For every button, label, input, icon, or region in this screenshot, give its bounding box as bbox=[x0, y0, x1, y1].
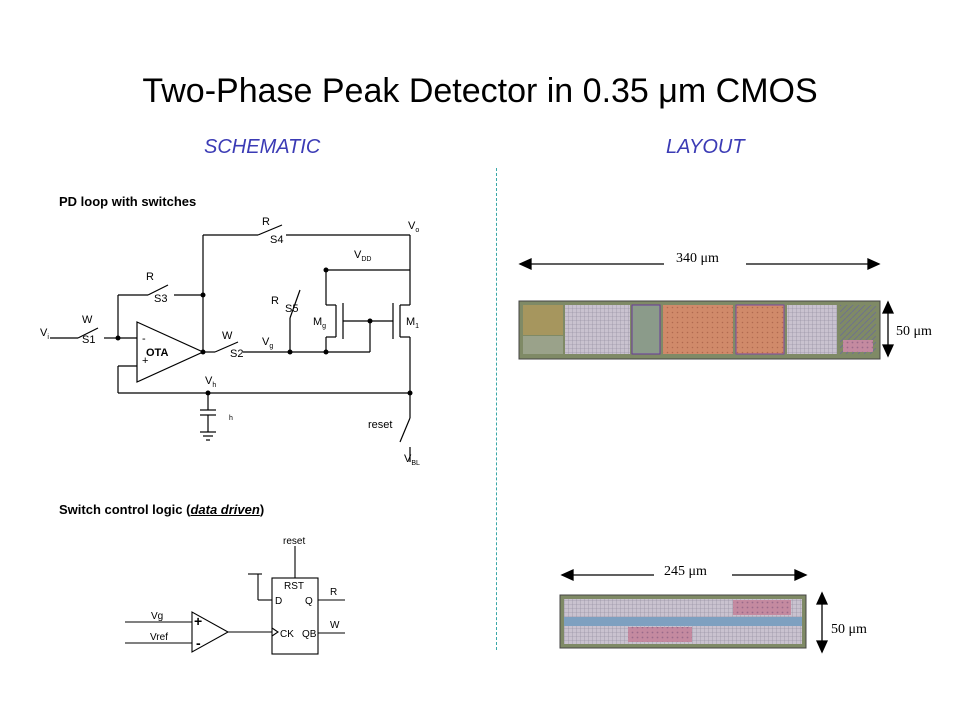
label-vbl: VBL bbox=[404, 453, 420, 467]
logic-label-vg: Vg bbox=[151, 611, 163, 622]
label-s1: S1 bbox=[82, 334, 95, 346]
label-m1: M1 bbox=[406, 316, 419, 330]
label-s5: S5 bbox=[285, 303, 298, 315]
section-logic-emphasis: data driven bbox=[190, 502, 260, 517]
layout-bottom-block bbox=[559, 594, 807, 649]
logic-label-rst: RST bbox=[284, 581, 304, 592]
label-s2: S2 bbox=[230, 348, 243, 360]
junction-dot bbox=[205, 390, 211, 396]
dim-top-height: 50 μm bbox=[896, 324, 932, 339]
junction-dot bbox=[287, 349, 293, 355]
subtitle-layout: LAYOUT bbox=[666, 136, 745, 158]
logic-label-vref: Vref bbox=[150, 632, 168, 643]
label-ota-minus: - bbox=[142, 333, 146, 345]
junction-dot bbox=[200, 349, 206, 355]
dim-top-width: 340 μm bbox=[676, 251, 719, 266]
label-r3: R bbox=[146, 271, 154, 283]
page-title: Two-Phase Peak Detector in 0.35 μm CMOS bbox=[142, 72, 818, 110]
label-vg: Vg bbox=[262, 336, 273, 350]
logic-label-q: Q bbox=[305, 596, 313, 607]
label-vi: Vi bbox=[40, 327, 49, 341]
dim-bottom-height: 50 μm bbox=[831, 622, 867, 637]
logic-label-d: D bbox=[275, 596, 282, 607]
label-w2: W bbox=[222, 330, 233, 342]
dim-bottom-width: 245 μm bbox=[664, 564, 707, 579]
label-w1: W bbox=[82, 314, 93, 326]
section-switch-logic: Switch control logic (data driven) bbox=[59, 502, 264, 517]
logic-label-reset: reset bbox=[283, 536, 305, 547]
logic-label-plus: + bbox=[194, 613, 202, 629]
logic-label-minus: - bbox=[196, 635, 201, 651]
label-r4: R bbox=[262, 216, 270, 228]
junction-dot bbox=[323, 267, 329, 273]
label-vo: Vo bbox=[408, 220, 419, 234]
section-pd-loop: PD loop with switches bbox=[59, 194, 197, 209]
label-reset: reset bbox=[368, 419, 392, 431]
logic-label-ck: CK bbox=[280, 629, 294, 640]
junction-dot bbox=[407, 390, 413, 396]
junction-dot bbox=[323, 349, 329, 355]
label-r5: R bbox=[271, 295, 279, 307]
junction-dot bbox=[367, 318, 373, 324]
label-vh: Vh bbox=[205, 375, 216, 389]
layout-top-block bbox=[518, 300, 881, 360]
logic-label-qb: QB bbox=[302, 629, 317, 640]
subtitle-schematic: SCHEMATIC bbox=[204, 136, 321, 158]
logic-label-r: R bbox=[330, 587, 337, 598]
label-vdd: VDD bbox=[354, 249, 371, 263]
label-ota-plus: + bbox=[142, 355, 148, 367]
section-logic-suffix: ) bbox=[259, 502, 265, 517]
label-s3: S3 bbox=[154, 293, 167, 305]
junction-dot bbox=[200, 292, 206, 298]
label-ota: OTA bbox=[146, 347, 168, 359]
logic-label-w: W bbox=[330, 620, 340, 631]
label-cap: h bbox=[229, 415, 233, 422]
junction-dot bbox=[115, 335, 121, 341]
column-divider bbox=[496, 168, 497, 650]
label-s4: S4 bbox=[270, 234, 283, 246]
label-mg: Mg bbox=[313, 316, 326, 330]
section-logic-prefix: Switch control logic ( bbox=[59, 502, 191, 517]
